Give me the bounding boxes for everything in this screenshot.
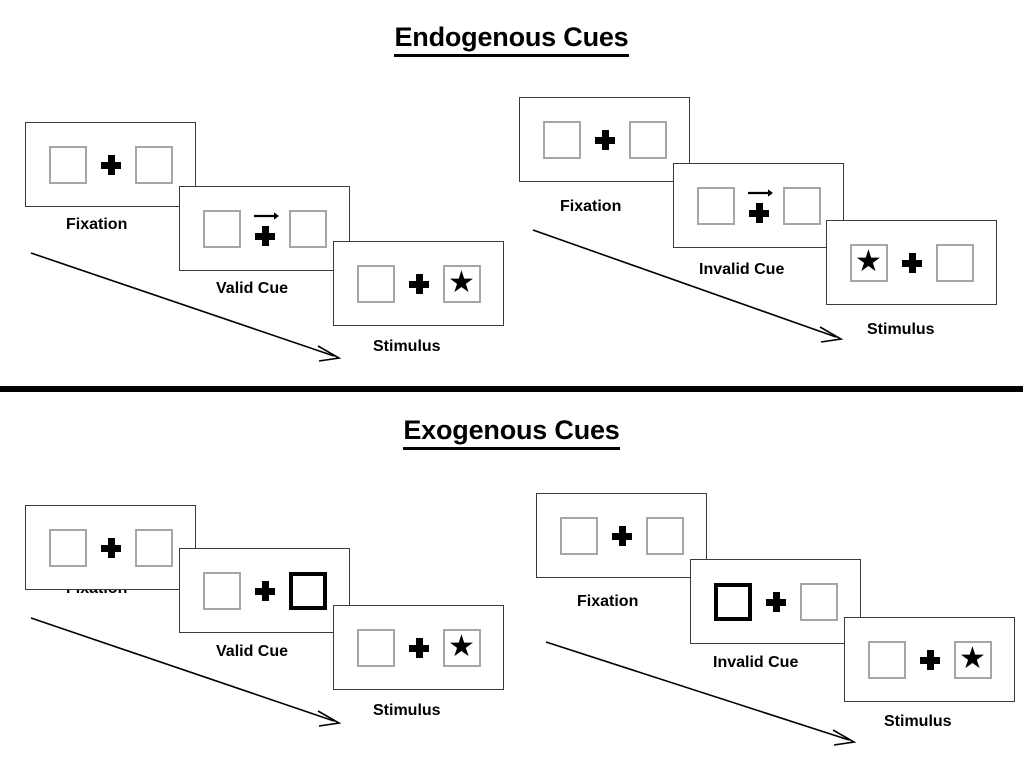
- arrow-right-icon: [747, 188, 773, 197]
- fixation-cross-icon: [100, 154, 121, 175]
- caption-endogenous-valid-stimulus: Stimulus: [373, 338, 441, 355]
- star-target-icon: ★: [959, 641, 986, 675]
- placeholder-box-left: [559, 516, 598, 555]
- endogenous-invalid-time-arrow: [532, 229, 844, 343]
- fixation-cross-icon: [254, 225, 275, 246]
- fixation-cross-icon: [611, 525, 632, 546]
- placeholder-box-right: [288, 209, 327, 248]
- caption-exogenous-valid-cue: Valid Cue: [216, 643, 289, 660]
- caption-endogenous-valid-cue: Valid Cue: [216, 280, 289, 297]
- cue-box-left: [713, 582, 752, 621]
- section-title-exogenous: Exogenous Cues: [0, 415, 1023, 450]
- frame-content: [202, 571, 327, 610]
- frame-content: [542, 120, 667, 159]
- caption-endogenous-valid-fixation: Fixation: [66, 216, 128, 233]
- frame-exogenous-invalid-cue: [690, 559, 861, 644]
- exogenous-invalid-time-arrow: [545, 641, 857, 746]
- center-cue-stack: [253, 210, 279, 248]
- fixation-cross-icon: [254, 580, 275, 601]
- placeholder-box-right: [628, 120, 667, 159]
- placeholder-box-right: [134, 528, 173, 567]
- fixation-cross-icon: [748, 202, 769, 223]
- placeholder-box-right: [935, 243, 974, 282]
- center-cue-stack: [747, 187, 773, 225]
- target-box-right: ★: [442, 264, 481, 303]
- fixation-cross-icon: [408, 637, 429, 658]
- frame-content: [559, 516, 684, 555]
- fixation-cross-icon: [408, 273, 429, 294]
- target-box-right: ★: [953, 640, 992, 679]
- fixation-cross-icon: [100, 537, 121, 558]
- endogenous-valid-time-arrow: [30, 252, 342, 362]
- placeholder-box-left: [48, 145, 87, 184]
- frame-content: ★: [356, 628, 481, 667]
- frame-content: ★: [849, 243, 974, 282]
- placeholder-box-left: [48, 528, 87, 567]
- frame-exogenous-valid-fixation: [25, 505, 196, 590]
- star-target-icon: ★: [448, 265, 475, 299]
- frame-endogenous-invalid-cue: [673, 163, 844, 248]
- cue-box-right: [288, 571, 327, 610]
- placeholder-box-left: [542, 120, 581, 159]
- frame-endogenous-valid-cue: [179, 186, 350, 271]
- frame-content: [696, 186, 821, 225]
- caption-exogenous-invalid-cue: Invalid Cue: [713, 654, 799, 671]
- frame-endogenous-invalid-stimulus: ★: [826, 220, 997, 305]
- arrow-right-icon: [253, 211, 279, 220]
- section-title-exogenous-text: Exogenous Cues: [403, 415, 620, 450]
- frame-endogenous-invalid-fixation: [519, 97, 690, 182]
- frame-content: [713, 582, 838, 621]
- frame-content: [48, 145, 173, 184]
- caption-exogenous-invalid-stimulus: Stimulus: [884, 713, 952, 730]
- placeholder-box-left: [356, 628, 395, 667]
- frame-content: ★: [356, 264, 481, 303]
- placeholder-box-right: [799, 582, 838, 621]
- fixation-cross-icon: [594, 129, 615, 150]
- section-divider: [0, 386, 1023, 392]
- frame-exogenous-invalid-stimulus: ★: [844, 617, 1015, 702]
- placeholder-box-left: [696, 186, 735, 225]
- fixation-cross-icon: [901, 252, 922, 273]
- frame-endogenous-valid-stimulus: ★: [333, 241, 504, 326]
- placeholder-box-right: [645, 516, 684, 555]
- section-title-endogenous-text: Endogenous Cues: [394, 22, 629, 57]
- frame-content: [48, 528, 173, 567]
- frame-exogenous-valid-cue: [179, 548, 350, 633]
- caption-endogenous-invalid-cue: Invalid Cue: [699, 261, 785, 278]
- frame-content: [202, 209, 327, 248]
- fixation-cross-icon: [765, 591, 786, 612]
- caption-endogenous-invalid-stimulus: Stimulus: [867, 321, 935, 338]
- frame-exogenous-valid-stimulus: ★: [333, 605, 504, 690]
- placeholder-box-left: [202, 571, 241, 610]
- star-target-icon: ★: [855, 244, 882, 278]
- frame-exogenous-invalid-fixation: [536, 493, 707, 578]
- star-target-icon: ★: [448, 629, 475, 663]
- placeholder-box-right: [782, 186, 821, 225]
- exogenous-valid-time-arrow: [30, 617, 342, 727]
- caption-exogenous-valid-stimulus: Stimulus: [373, 702, 441, 719]
- caption-endogenous-invalid-fixation: Fixation: [560, 198, 622, 215]
- placeholder-box-right: [134, 145, 173, 184]
- target-box-left: ★: [849, 243, 888, 282]
- frame-content: ★: [867, 640, 992, 679]
- caption-exogenous-invalid-fixation: Fixation: [577, 593, 639, 610]
- section-title-endogenous: Endogenous Cues: [0, 22, 1023, 57]
- frame-endogenous-valid-fixation: [25, 122, 196, 207]
- fixation-cross-icon: [919, 649, 940, 670]
- target-box-right: ★: [442, 628, 481, 667]
- placeholder-box-left: [867, 640, 906, 679]
- placeholder-box-left: [356, 264, 395, 303]
- placeholder-box-left: [202, 209, 241, 248]
